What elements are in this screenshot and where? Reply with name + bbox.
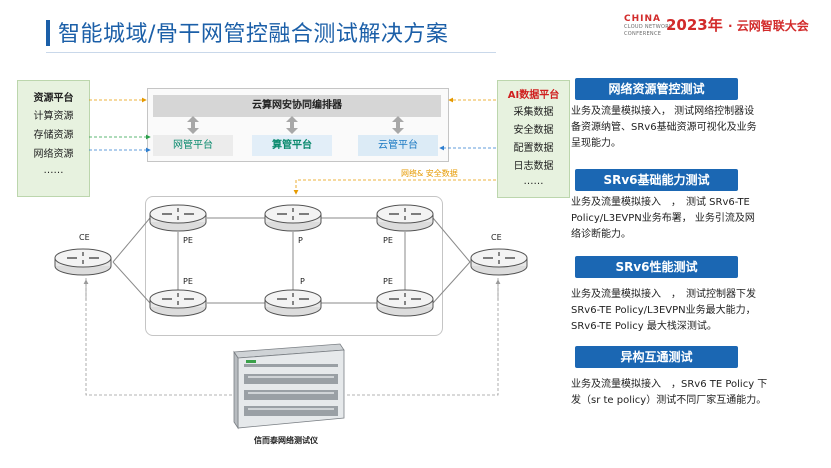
- router-label: PE: [383, 236, 393, 245]
- capability-line: 业务及流量模拟接入， 测试网络控制器设: [571, 106, 755, 117]
- router-label: P: [298, 236, 303, 245]
- router-icon: [54, 248, 112, 276]
- resource-item: ……: [43, 165, 64, 176]
- capability-line: SRv6-TE Policy/L3EVPN业务最大能力，: [571, 305, 756, 316]
- resource-platform-heading: 资源平台: [33, 93, 74, 104]
- logo-name: · 云网智联大会: [728, 17, 809, 34]
- capability-line: 业务及流量模拟接入 ， 测试控制器下发: [571, 289, 756, 300]
- capability-title: SRv6基础能力测试: [575, 169, 738, 191]
- tester-label: 信而泰网络测试仪: [254, 436, 318, 445]
- router-icon: [264, 289, 322, 317]
- router-icon: [376, 289, 434, 317]
- capability-line: SRv6-TE Policy 最大栈深测试。: [571, 321, 717, 332]
- ai-data-item: 安全数据: [513, 125, 554, 136]
- capability-line: 业务及流量模拟接入 ，SRv6 TE Policy 下: [571, 379, 768, 390]
- router-label: P: [300, 277, 305, 286]
- router-label: PE: [183, 277, 193, 286]
- ai-data-item: 配置数据: [513, 143, 554, 154]
- router-label: PE: [383, 277, 393, 286]
- logo-separator: ·: [728, 19, 733, 33]
- logo-conference-name: 云网智联大会: [736, 19, 809, 33]
- page-title: 智能城域/骨干网管控融合测试解决方案: [58, 22, 449, 47]
- capability-description: 业务及流量模拟接入， 测试网络控制器设 备资源纳管、SRv6基础资源可视化及业务…: [571, 104, 803, 152]
- network-tester-icon: [233, 343, 345, 430]
- ai-data-item: ……: [523, 176, 544, 187]
- router-label: PE: [183, 236, 193, 245]
- capability-description: 业务及流量模拟接入 ，SRv6 TE Policy 下 发（sr te poli…: [571, 377, 803, 409]
- router-icon: [376, 204, 434, 232]
- logo-line1: CLOUD NETWORK: [624, 24, 673, 30]
- resource-item: 计算资源: [33, 111, 74, 122]
- capability-line: 呈现能力。: [571, 138, 621, 149]
- title-accent-bar: [46, 20, 50, 46]
- capability-line: Policy/L3EVPN业务布署， 业务引流及网: [571, 213, 755, 224]
- ai-data-item: 采集数据: [513, 107, 554, 118]
- cloud-management-platform: 云管平台: [358, 135, 438, 156]
- resource-platform-panel: 资源平台 计算资源 存储资源 网络资源 ……: [17, 80, 90, 197]
- title-divider: [46, 52, 496, 53]
- capability-line: 发（sr te policy）测试不同厂家互通能力。: [571, 395, 767, 406]
- capability-line: 备资源纳管、SRv6基础资源可视化及业务: [571, 122, 757, 133]
- logo-year: 2023年: [666, 16, 723, 34]
- capability-line: 络诊断能力。: [571, 229, 631, 240]
- router-icon: [149, 204, 207, 232]
- double-arrow-icon: [392, 116, 404, 134]
- ce-left-label: CE: [79, 233, 90, 242]
- double-arrow-icon: [187, 116, 199, 134]
- capability-title: 网络资源管控测试: [575, 78, 738, 100]
- router-icon: [264, 204, 322, 232]
- capability-description: 业务及流量模拟接入 ， 测试 SRv6-TE Policy/L3EVPN业务布署…: [571, 195, 803, 243]
- logo-line2: CONFERENCE: [624, 31, 662, 37]
- ai-data-platform-panel: AI数据平台 采集数据 安全数据 配置数据 日志数据 ……: [497, 80, 570, 198]
- network-management-platform: 网管平台: [153, 135, 233, 156]
- logo-china: CHINA: [624, 14, 661, 24]
- capability-title: SRv6性能测试: [575, 256, 738, 278]
- capability-title: 异构互通测试: [575, 346, 738, 368]
- capability-line: 业务及流量模拟接入 ， 测试 SRv6-TE: [571, 197, 750, 208]
- router-icon: [149, 289, 207, 317]
- conference-logo: CHINA CLOUD NETWORK CONFERENCE 2023年 · 云…: [624, 12, 824, 46]
- network-security-data-label: 网络& 安全数据: [401, 169, 458, 178]
- network-topology-box: [145, 196, 443, 336]
- resource-item: 存储资源: [33, 130, 74, 141]
- ai-data-item: 日志数据: [513, 161, 554, 172]
- resource-item: 网络资源: [33, 149, 74, 160]
- ce-right-label: CE: [491, 233, 502, 242]
- capability-description: 业务及流量模拟接入 ， 测试控制器下发 SRv6-TE Policy/L3EVP…: [571, 287, 803, 335]
- router-icon: [470, 248, 528, 276]
- orchestrator-title: 云算网安协同编排器: [153, 95, 441, 117]
- double-arrow-icon: [286, 116, 298, 134]
- ai-data-platform-heading: AI数据平台: [507, 90, 560, 101]
- compute-management-platform: 算管平台: [252, 135, 332, 156]
